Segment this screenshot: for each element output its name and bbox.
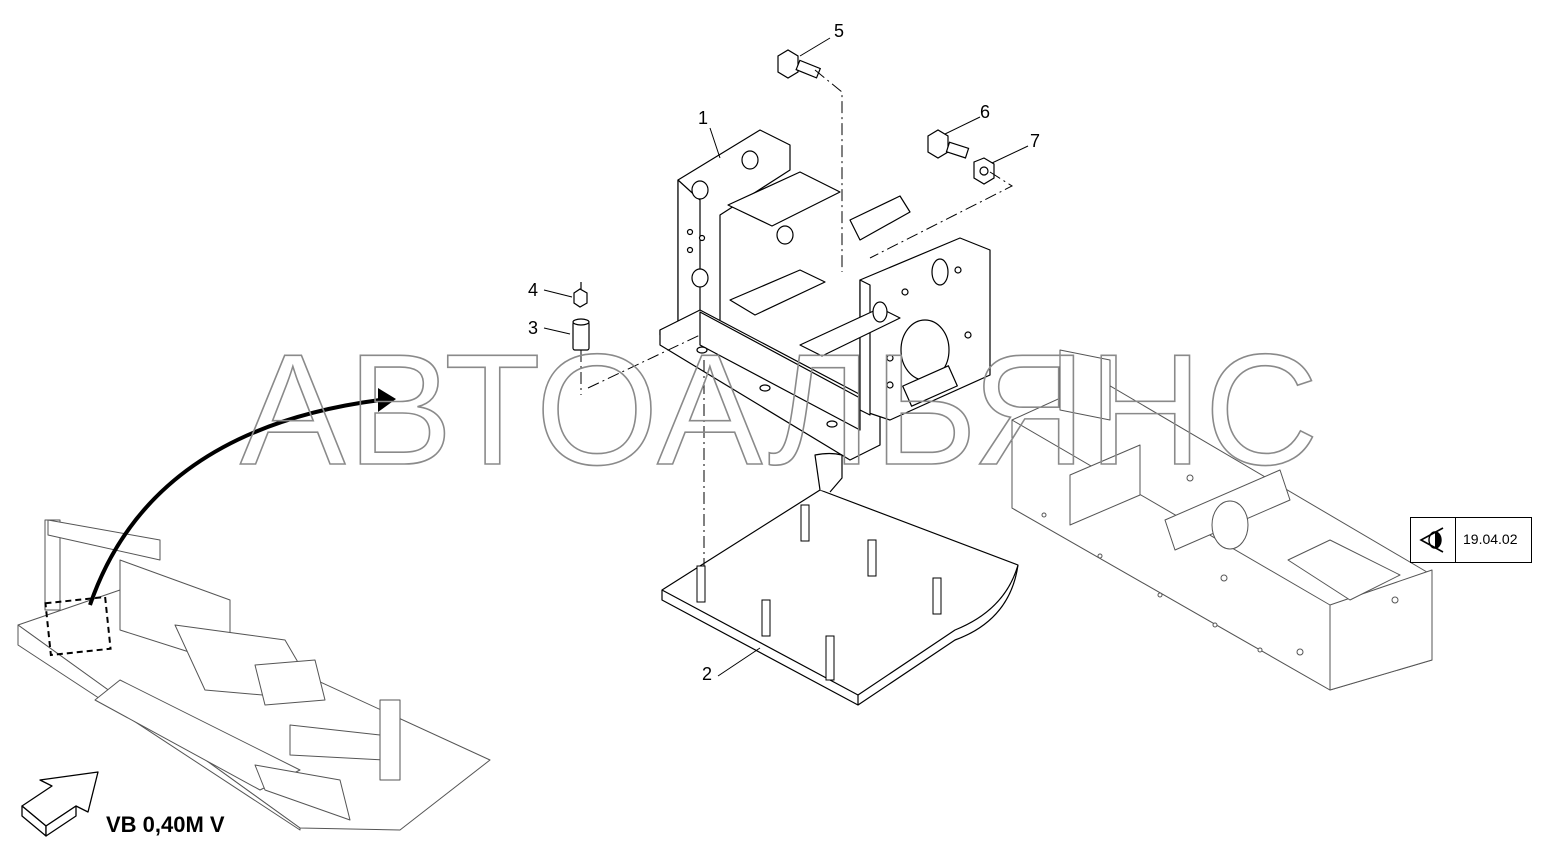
reference-page-number: 19.04.02 xyxy=(1463,531,1518,547)
callout-2: 2 xyxy=(702,664,712,684)
model-label: VB 0,40M V xyxy=(106,812,225,837)
part-2-plate xyxy=(661,452,1019,706)
part-6-bolt xyxy=(927,129,970,159)
plate-studs xyxy=(696,504,942,681)
part-5-bolt xyxy=(777,49,822,79)
callout-1: 1 xyxy=(698,108,708,128)
direction-arrow-icon xyxy=(21,771,99,837)
callout-5: 5 xyxy=(834,21,844,41)
location-arrow-head xyxy=(378,388,396,412)
frame-context-drawing xyxy=(1011,349,1433,691)
reference-page-box[interactable]: 19.04.02 xyxy=(1410,517,1532,563)
location-arrow xyxy=(88,398,381,606)
part-4-nut xyxy=(573,282,588,308)
callout-7: 7 xyxy=(1030,131,1040,151)
watermark-text: АВТОАЛЬЯНС xyxy=(240,322,1320,498)
part-7-nut xyxy=(973,157,995,185)
callout-6: 6 xyxy=(980,102,990,122)
callout-4: 4 xyxy=(528,280,538,300)
leader-lines xyxy=(543,37,1029,677)
eye-icon xyxy=(1411,518,1456,562)
assembly-lines xyxy=(580,69,1014,566)
part-1-bracket xyxy=(659,129,991,461)
paver-overview-drawing xyxy=(17,519,491,831)
callout-3: 3 xyxy=(528,318,538,338)
part-3-spacer xyxy=(572,318,590,351)
